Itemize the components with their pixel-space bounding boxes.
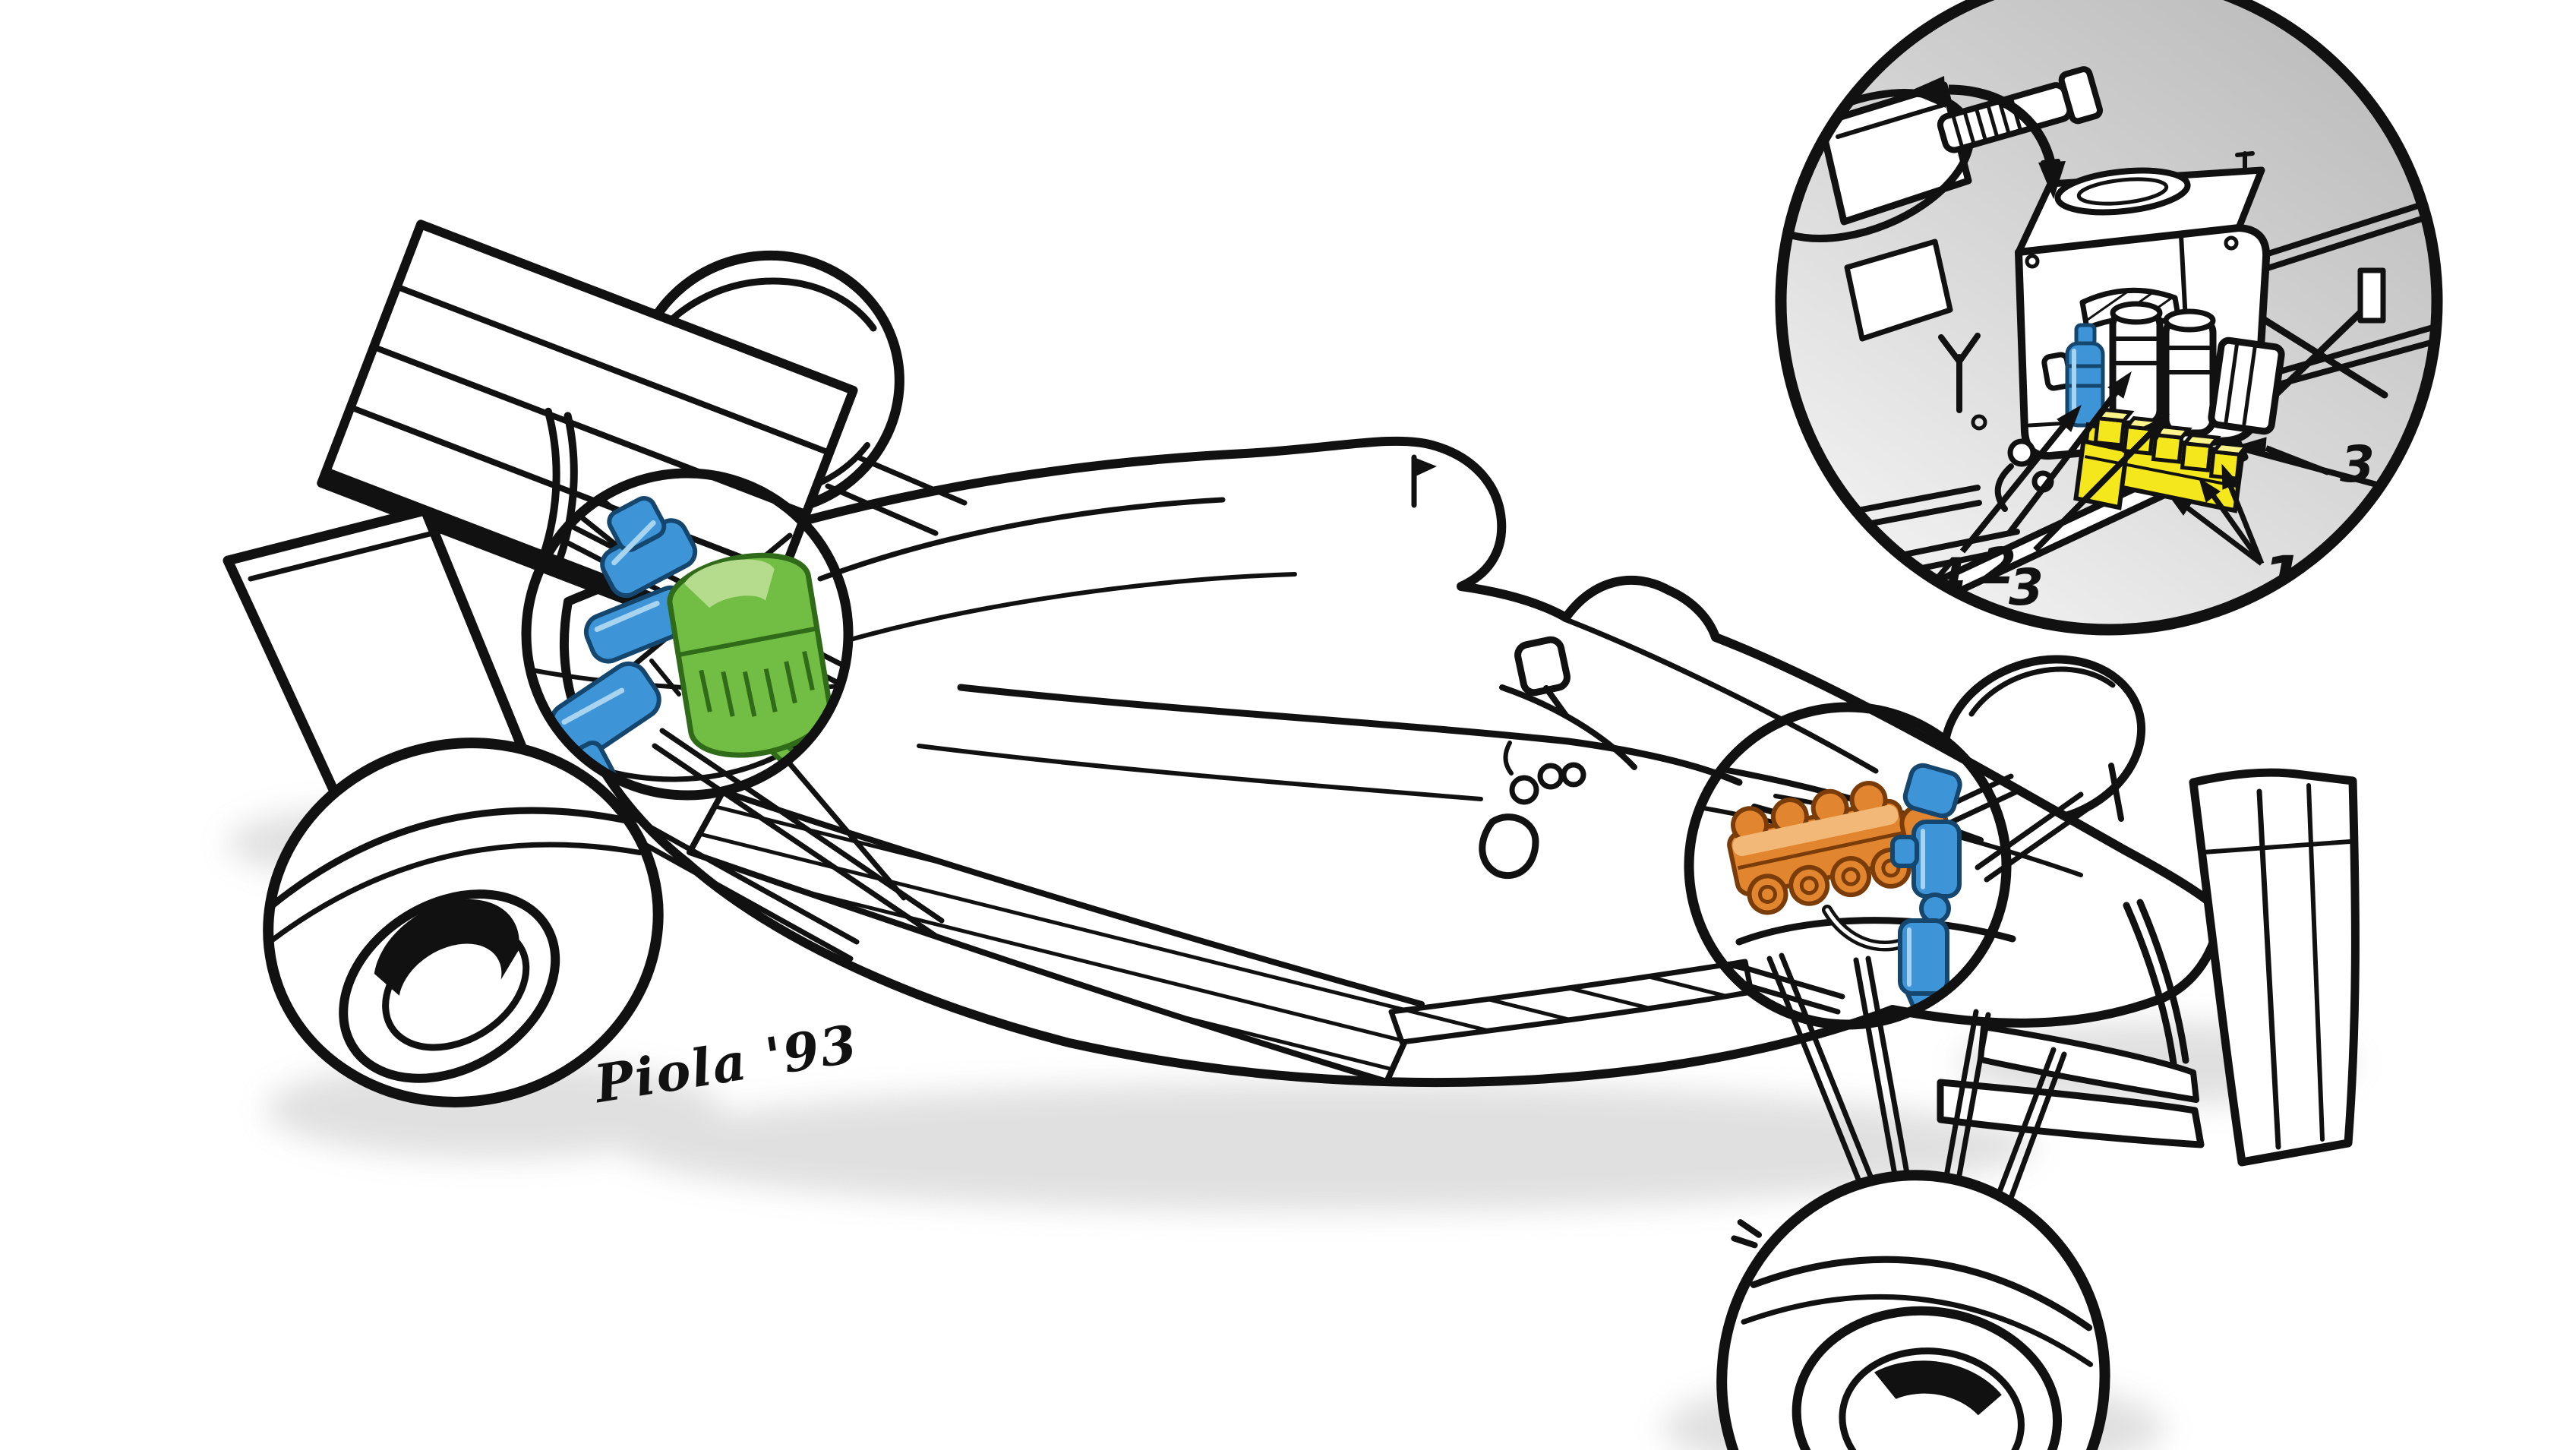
gear-knob-2	[1561, 762, 1586, 788]
front-manifold-orange	[1727, 781, 1949, 915]
callout-leaders	[1959, 371, 2330, 566]
artist-signature: Piola '93	[589, 1013, 863, 1115]
callout-3-right: 3	[2340, 435, 2375, 494]
inset-detail-circle: 4 2 3 3 1	[1775, 0, 2443, 636]
rear-accumulator-green	[667, 552, 847, 794]
cockpit-details	[1411, 454, 1586, 880]
front-wing-flap	[1978, 1024, 2199, 1103]
nose-vane	[2108, 763, 2124, 822]
callout-2: 2	[1981, 537, 2016, 595]
rear-left-wheel	[263, 738, 664, 1107]
headrest	[1479, 813, 1539, 880]
detail-circle-rear	[521, 468, 854, 801]
antenna-flag	[1414, 457, 1437, 477]
jack-symbol	[1938, 333, 1987, 431]
callout-3-left: 3	[2009, 558, 2044, 617]
inset-ring	[1775, 0, 2443, 636]
front-actuators-blue	[1890, 763, 1962, 1023]
front-wing-endplate	[2189, 768, 2360, 1167]
detail-ring-front	[1684, 702, 2012, 1030]
dial	[1509, 775, 1539, 805]
blue-glints-front	[1907, 829, 1925, 987]
front-left-wheel	[1716, 1170, 2110, 1450]
detail-ring-rear	[521, 468, 854, 801]
front-wing	[1937, 763, 2360, 1167]
rotation-arrow	[1908, 76, 2066, 199]
mirror	[1514, 636, 1571, 719]
